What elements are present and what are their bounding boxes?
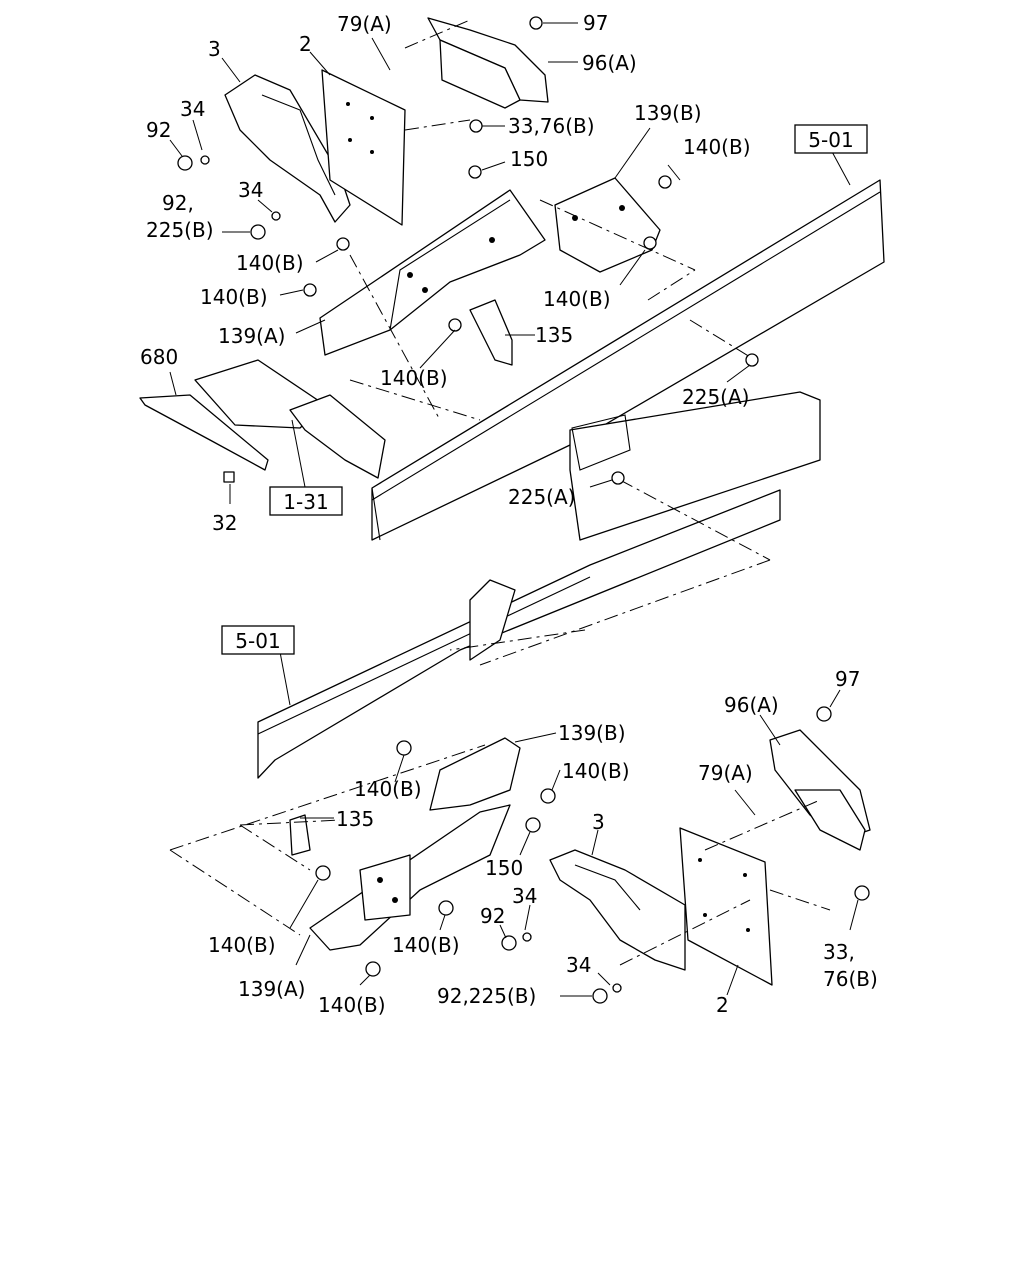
label-part-79a-bottom: 79(A) [698,761,753,785]
label-part-2-bottom: 2 [716,993,729,1017]
fasteners-top [177,16,759,485]
label-part-32: 32 [212,511,237,535]
label-part-135-bottom: 135 [336,807,374,831]
label-part-96a-top: 96(A) [582,51,637,75]
label-part-34b-top: 34 [238,178,263,202]
label-part-140b-bottom-1: 140(B) [354,777,422,801]
label-part-140b-bottom-5: 140(B) [318,993,386,1017]
ref-box-frame-top: 5-01 [794,124,868,154]
stay-139b-bottom [429,737,521,811]
bracket-1-31 [289,394,386,479]
label-part-139b-top: 139(B) [634,101,702,125]
labels-bottom: 97 96(A) 139(B) 79(A) 140(B) 140(B) 135 … [208,667,878,1017]
bracket-135-top [469,299,513,366]
bracket-135-bottom [289,814,311,856]
label-part-140b-bottom-4: 140(B) [392,933,460,957]
label-part-135-top: 135 [535,323,573,347]
assembly-lines-bottom [169,744,831,966]
label-part-33-76b-bottom-line2: 76(B) [823,967,878,991]
label-part-92-225b-top-line1: 92, [162,191,194,215]
frame-rail-bottom [257,489,781,779]
ref-frame-top: 5-01 [808,128,853,152]
stay-139a-top [319,189,546,356]
bracket-96a-top [427,17,549,109]
label-part-34a-top: 34 [180,97,205,121]
bracket-96a-bottom [769,729,871,851]
ref-sub-assembly: 1-31 [283,490,328,514]
label-part-97-top: 97 [583,11,608,35]
label-part-150-top: 150 [510,147,548,171]
label-part-225a-top-1: 225(A) [682,385,749,409]
label-part-2-top: 2 [299,32,312,56]
label-part-92-bottom: 92 [480,904,505,928]
label-part-225a-top-2: 225(A) [508,485,575,509]
labels-top: 3 2 79(A) 97 96(A) 34 92 33,76(B) 139(B)… [140,11,751,535]
label-part-140b-bottom-3: 140(B) [208,933,276,957]
stay-139b-top [554,177,661,273]
label-part-33-76b-bottom-line1: 33, [823,940,855,964]
ref-frame-bottom: 5-01 [235,629,280,653]
ref-box-sub-assembly: 1-31 [269,486,343,516]
label-part-140b-top-2: 140(B) [236,251,304,275]
label-part-140b-top-5: 140(B) [380,366,448,390]
label-part-139b-bottom: 139(B) [558,721,626,745]
label-part-34b-bottom: 34 [566,953,591,977]
label-part-680: 680 [140,345,178,369]
label-part-139a-bottom: 139(A) [238,977,305,1001]
frame-rail-top-right [569,391,821,541]
label-part-92-225b-bottom: 92,225(B) [437,984,536,1008]
assembly-lines-top [349,19,771,666]
label-part-140b-top-4: 140(B) [543,287,611,311]
label-part-34a-bottom: 34 [512,884,537,908]
label-part-79a-top: 79(A) [337,12,392,36]
mudguard-plate-bottom [679,827,773,986]
label-part-150-bottom: 150 [485,856,523,880]
mudguard-bottom [549,849,686,971]
label-part-96a-bottom: 96(A) [724,693,779,717]
stay-139a-bottom [309,804,511,951]
frame-rail-top-left [371,179,885,541]
label-part-97-bottom: 97 [835,667,860,691]
label-part-92-top: 92 [146,118,171,142]
ref-box-frame-bottom: 5-01 [221,625,295,655]
label-part-140b-top-3: 140(B) [200,285,268,309]
label-part-3-top: 3 [208,37,221,61]
label-part-92-225b-top-line2: 225(B) [146,218,214,242]
label-part-140b-top-1: 140(B) [683,135,751,159]
mudguard-plate-top [321,69,406,226]
label-part-139a-top: 139(A) [218,324,285,348]
mudguard-top [224,74,351,223]
label-part-33-76b-top: 33,76(B) [508,114,595,138]
label-part-140b-bottom-2: 140(B) [562,759,630,783]
leader-lines [169,22,859,997]
label-part-3-bottom: 3 [592,810,605,834]
